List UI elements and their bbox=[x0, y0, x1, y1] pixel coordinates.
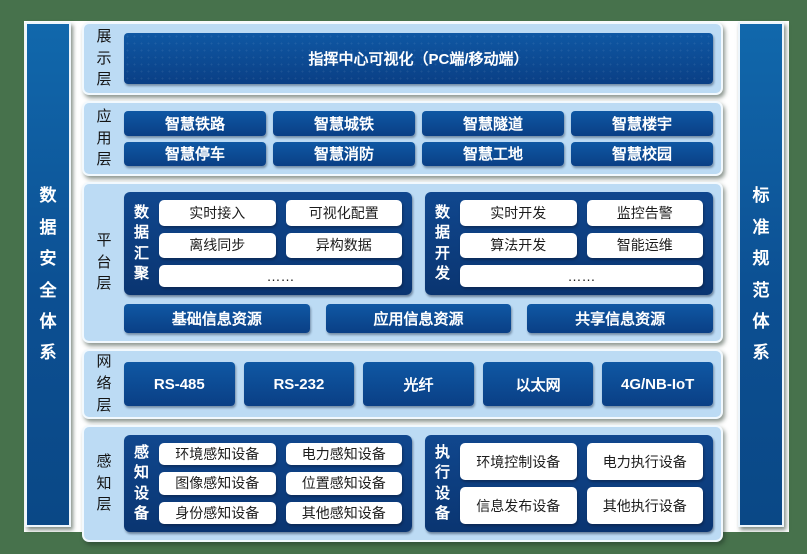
group-actuator-devices-label: 执行设备 bbox=[435, 444, 451, 522]
command-center-bar: 指挥中心可视化（PC端/移动端） bbox=[124, 33, 713, 84]
resource-bar: 共享信息资源 bbox=[527, 304, 714, 333]
device-box: 其他感知设备 bbox=[285, 501, 402, 524]
presentation-body: 指挥中心可视化（PC端/移动端） bbox=[124, 24, 721, 93]
capability-box-ellipsis: …… bbox=[460, 265, 703, 287]
app-button: 智慧楼宇 bbox=[571, 111, 713, 136]
resource-bar: 基础信息资源 bbox=[124, 304, 310, 333]
application-grid: 智慧铁路 智慧城铁 智慧隧道 智慧楼宇 智慧停车 智慧消防 智慧工地 智慧校园 bbox=[124, 103, 721, 174]
capability-box-ellipsis: …… bbox=[159, 265, 402, 287]
platform-groups: 数据汇聚 实时接入 可视化配置 离线同步 异构数据 …… bbox=[124, 192, 713, 295]
capability-box: 实时接入 bbox=[159, 200, 276, 226]
capability-box: 实时开发 bbox=[460, 200, 577, 226]
layer-panel-presentation: 展示层 指挥中心可视化（PC端/移动端） bbox=[82, 22, 723, 95]
device-box: 环境控制设备 bbox=[460, 443, 577, 480]
pillar-data-security: 数据安全体系 bbox=[25, 22, 71, 527]
pillar-standards: 标准规范体系 bbox=[738, 22, 784, 527]
application-body: 智慧铁路 智慧城铁 智慧隧道 智慧楼宇 智慧停车 智慧消防 智慧工地 智慧校园 bbox=[124, 103, 721, 174]
device-box: 电力感知设备 bbox=[285, 443, 402, 466]
app-button: 智慧工地 bbox=[422, 141, 564, 166]
layer-label-perception: 感知层 bbox=[96, 452, 112, 514]
platform-resources: 基础信息资源 应用信息资源 共享信息资源 bbox=[124, 304, 714, 333]
platform-body: 数据汇聚 实时接入 可视化配置 离线同步 异构数据 …… bbox=[124, 184, 721, 341]
sensing-devices-grid: 环境感知设备 电力感知设备 图像感知设备 位置感知设备 身份感知设备 其他感知设… bbox=[159, 443, 402, 524]
pillar-standards-label: 标准规范体系 bbox=[752, 186, 770, 363]
network-button: 以太网 bbox=[482, 362, 594, 406]
layer-panel-network: 网络层 RS-485 RS-232 光纤 以太网 4G/NB-IoT bbox=[82, 349, 723, 419]
data-development-grid: 实时开发 监控告警 算法开发 智能运维 …… bbox=[460, 200, 703, 287]
perception-groups: 感知设备 环境感知设备 电力感知设备 图像感知设备 位置感知设备 身份感知设备 … bbox=[124, 435, 713, 532]
network-button: RS-485 bbox=[124, 362, 235, 406]
device-box: 其他执行设备 bbox=[586, 487, 703, 524]
perception-body: 感知设备 环境感知设备 电力感知设备 图像感知设备 位置感知设备 身份感知设备 … bbox=[124, 427, 721, 540]
group-data-development: 数据开发 实时开发 监控告警 算法开发 智能运维 …… bbox=[425, 192, 713, 295]
capability-box: 离线同步 bbox=[159, 232, 276, 259]
app-button: 智慧停车 bbox=[124, 141, 266, 166]
layer-panel-perception: 感知层 感知设备 环境感知设备 电力感知设备 图像感知设备 bbox=[82, 425, 723, 542]
group-sensing-devices: 感知设备 环境感知设备 电力感知设备 图像感知设备 位置感知设备 身份感知设备 … bbox=[124, 435, 412, 532]
device-box: 电力执行设备 bbox=[586, 443, 703, 480]
network-body: RS-485 RS-232 光纤 以太网 4G/NB-IoT bbox=[124, 351, 721, 417]
device-box: 图像感知设备 bbox=[159, 472, 276, 495]
resource-bar: 应用信息资源 bbox=[325, 304, 512, 333]
device-box: 身份感知设备 bbox=[159, 501, 276, 524]
group-sensing-devices-label: 感知设备 bbox=[134, 444, 150, 522]
device-box: 信息发布设备 bbox=[460, 487, 577, 524]
layer-label-presentation: 展示层 bbox=[96, 27, 112, 89]
network-grid: RS-485 RS-232 光纤 以太网 4G/NB-IoT bbox=[124, 351, 721, 417]
network-button: RS-232 bbox=[243, 362, 355, 406]
capability-box: 监控告警 bbox=[586, 200, 703, 226]
capability-box: 异构数据 bbox=[285, 232, 402, 259]
device-box: 位置感知设备 bbox=[285, 472, 402, 495]
layer-panel-application: 应用层 智慧铁路 智慧城铁 智慧隧道 智慧楼宇 智慧停车 智慧消防 智慧工地 智… bbox=[82, 101, 723, 176]
app-button: 智慧城铁 bbox=[273, 111, 415, 136]
group-actuator-devices: 执行设备 环境控制设备 电力执行设备 信息发布设备 其他执行设备 bbox=[425, 435, 713, 532]
capability-box: 可视化配置 bbox=[285, 200, 402, 226]
group-data-aggregation-label: 数据汇聚 bbox=[134, 204, 150, 282]
pillar-data-security-label: 数据安全体系 bbox=[39, 186, 57, 363]
layer-stack: 展示层 指挥中心可视化（PC端/移动端） 应用层 智慧铁路 智慧城铁 智慧隧道 … bbox=[82, 22, 723, 542]
app-button: 智慧铁路 bbox=[124, 111, 266, 136]
group-data-development-label: 数据开发 bbox=[435, 204, 451, 282]
data-aggregation-grid: 实时接入 可视化配置 离线同步 异构数据 …… bbox=[159, 200, 402, 287]
device-box: 环境感知设备 bbox=[159, 443, 276, 466]
capability-box: 算法开发 bbox=[460, 232, 577, 259]
network-button: 光纤 bbox=[363, 362, 474, 406]
app-button: 智慧校园 bbox=[571, 141, 713, 166]
group-data-aggregation: 数据汇聚 实时接入 可视化配置 离线同步 异构数据 …… bbox=[124, 192, 412, 295]
capability-box: 智能运维 bbox=[586, 232, 703, 259]
layer-label-application: 应用层 bbox=[96, 107, 112, 169]
actuator-devices-grid: 环境控制设备 电力执行设备 信息发布设备 其他执行设备 bbox=[460, 443, 703, 524]
app-button: 智慧隧道 bbox=[422, 111, 564, 136]
layer-label-network: 网络层 bbox=[96, 353, 112, 414]
network-button: 4G/NB-IoT bbox=[602, 362, 713, 406]
layer-panel-platform: 平台层 数据汇聚 实时接入 可视化配置 离线同步 异构数 bbox=[82, 182, 723, 343]
layer-label-platform: 平台层 bbox=[96, 231, 112, 293]
app-button: 智慧消防 bbox=[273, 141, 415, 166]
